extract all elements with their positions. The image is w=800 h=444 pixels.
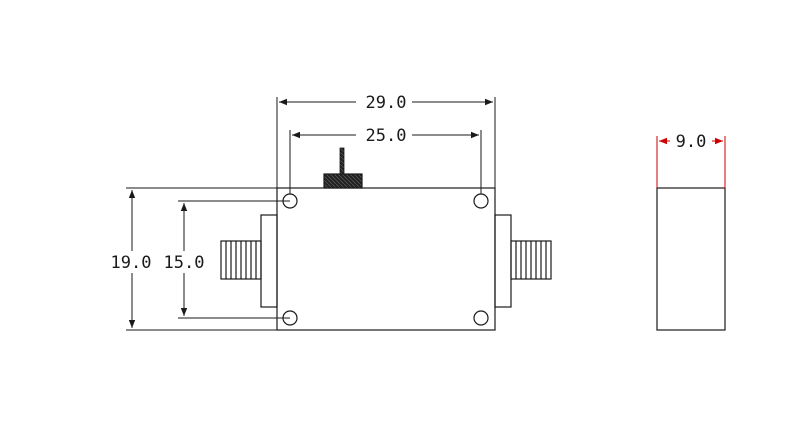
device-body [276, 187, 496, 331]
top-pin-connector [323, 147, 363, 189]
hole-spacing-vertical-label: 15.0 [164, 253, 205, 273]
total-height-label: 19.0 [111, 253, 152, 273]
total-width-label: 29.0 [366, 93, 407, 113]
left-sma-connector [220, 214, 278, 308]
mounting-hole-top-right [473, 193, 489, 209]
side-view-width-label: 9.0 [676, 132, 707, 152]
side-view [656, 136, 726, 331]
side-view-body [656, 187, 726, 331]
mounting-hole-bottom-right [473, 310, 489, 326]
hole-spacing-horizontal-label: 25.0 [366, 126, 407, 146]
right-sma-connector [494, 214, 552, 308]
front-view [126, 97, 552, 331]
